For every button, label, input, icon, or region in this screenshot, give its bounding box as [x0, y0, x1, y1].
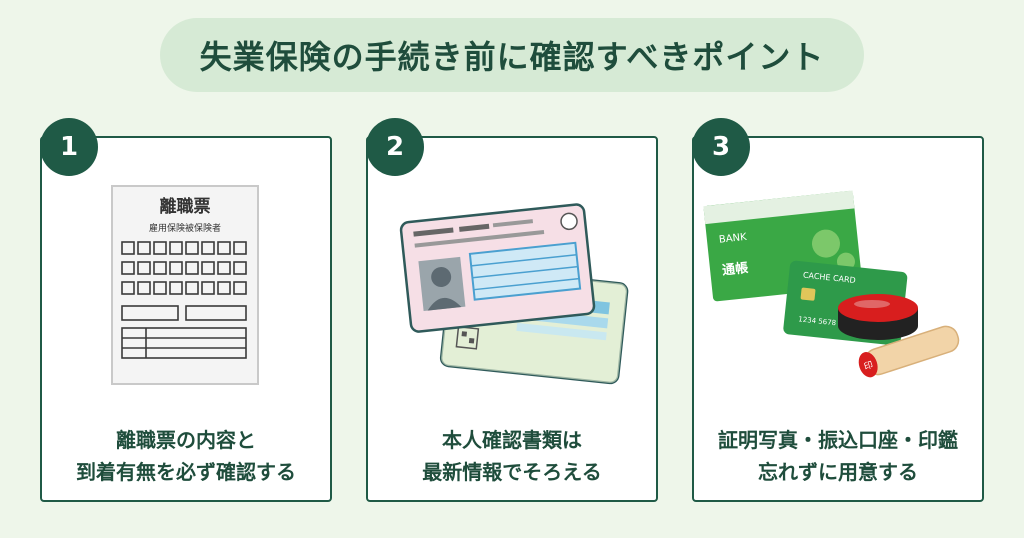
- document-subtitle: 雇用保険被保険者: [149, 222, 221, 234]
- card-2-caption: 本人確認書類は 最新情報でそろえる: [368, 424, 656, 488]
- bank-items-icon: BANK 通帳 CACHE CARD 1234 5678 印: [703, 190, 960, 378]
- separation-notice-document-icon: 離職票 雇用保険被保険者: [111, 185, 259, 385]
- passbook-bank-label: BANK: [718, 232, 747, 246]
- step-badge-1: 1: [40, 118, 98, 176]
- id-cards-icon: [399, 203, 629, 385]
- title-banner: 失業保険の手続き前に確認すべきポイント: [160, 18, 864, 92]
- seal-character: 印: [862, 359, 874, 373]
- caption-line: 本人確認書類は: [442, 428, 582, 452]
- caption-line: 証明写真・振込口座・印鑑: [718, 428, 958, 452]
- page-title: 失業保険の手続き前に確認すべきポイント: [199, 38, 825, 76]
- caption-line: 離職票の内容と: [116, 428, 256, 452]
- caption-line: 到着有無を必ず確認する: [76, 460, 296, 484]
- document-title: 離職票: [160, 196, 211, 217]
- cash-card-number: 1234 5678: [798, 315, 836, 327]
- step-badge-3: 3: [692, 118, 750, 176]
- card-1-caption: 離職票の内容と 到着有無を必ず確認する: [42, 424, 330, 488]
- point-card-1: 1 離職票 雇用保険被保険者 離職票の内容と 到着有無を必ず確認する: [40, 118, 332, 502]
- caption-line: 最新情報でそろえる: [422, 460, 602, 484]
- hanko-seal-icon: 印: [858, 325, 960, 378]
- card-3-caption: 証明写真・振込口座・印鑑 忘れずに用意する: [694, 424, 982, 488]
- point-card-2: 2 本人確認書類は 最新情: [366, 118, 658, 502]
- passbook-label: 通帳: [721, 260, 749, 279]
- step-badge-2: 2: [366, 118, 424, 176]
- ink-pad-icon: [838, 294, 918, 340]
- caption-line: 忘れずに用意する: [758, 460, 918, 484]
- point-card-3: 3 BANK 通帳 CACHE CARD 1234 5678: [692, 118, 984, 502]
